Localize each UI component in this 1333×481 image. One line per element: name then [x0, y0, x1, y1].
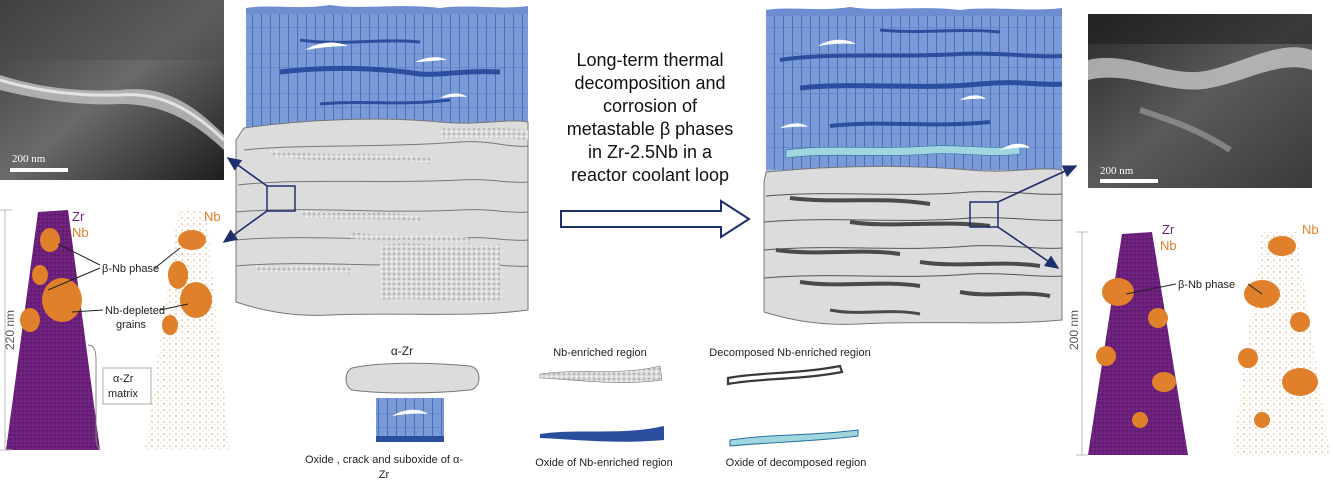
legend-oxide-crack-line-2: Zr [379, 469, 390, 481]
center-text-line-5: in Zr-2.5Nb in a [588, 142, 713, 162]
legend-alpha-zr-swatch [345, 362, 480, 394]
right-apt-height: 200 nm [1067, 310, 1081, 350]
right-microstructure [763, 7, 1063, 325]
left-label-matrix-1: α-Zr [113, 373, 134, 385]
legend-oxide-decomposed-swatch [729, 429, 859, 447]
legend-nb-enriched-label: Nb-enriched region [553, 347, 647, 359]
left-label-depleted-1: Nb-depleted [105, 305, 165, 317]
left-tem-image: 200 nm [0, 0, 226, 180]
center-text-line-1: Long-term thermal [576, 50, 723, 70]
legend-oxide-nb-label: Oxide of Nb-enriched region [535, 457, 673, 469]
left-label-matrix-2: matrix [108, 388, 138, 400]
right-label-nb-right: Nb [1302, 222, 1319, 237]
right-scale-label: 200 nm [1100, 165, 1134, 177]
center-text-line-2: decomposition and [574, 73, 725, 93]
left-apt-height: 220 nm [3, 310, 17, 350]
legend-decomposed-swatch [726, 364, 844, 386]
legend: α-Zr Oxide , crack and suboxide of α- Zr… [305, 344, 871, 481]
legend-oxide-nb-swatch [540, 426, 664, 442]
right-apt-zr-nb [1088, 232, 1188, 455]
left-label-nb-right: Nb [204, 209, 221, 224]
center-text-line-3: corrosion of [603, 96, 698, 116]
right-label-nb: Nb [1160, 238, 1177, 253]
left-label-nb: Nb [72, 225, 89, 240]
legend-oxide-crack-line-1: Oxide , crack and suboxide of α- [305, 454, 463, 466]
center-text-line-6: reactor coolant loop [571, 165, 729, 185]
left-label-zr: Zr [72, 209, 85, 224]
left-label-beta: β-Nb phase [102, 263, 159, 275]
transition-arrow [560, 199, 751, 239]
left-apt-nb [145, 210, 230, 450]
right-label-beta: β-Nb phase [1178, 279, 1235, 291]
left-label-depleted-2: grains [116, 319, 146, 331]
left-microstructure [235, 5, 529, 316]
right-apt-nb [1232, 232, 1330, 455]
legend-alpha-zr-label: α-Zr [391, 344, 413, 358]
legend-oxide-decomposed-label: Oxide of decomposed region [726, 457, 867, 469]
legend-oxide-swatch [376, 398, 444, 442]
legend-decomposed-label: Decomposed Nb-enriched region [709, 347, 870, 359]
right-tem-image: 200 nm [1088, 14, 1312, 188]
left-scale-label: 200 nm [12, 153, 46, 165]
center-text-line-4: metastable β phases [567, 119, 733, 139]
left-apt-zr-nb [6, 210, 100, 450]
right-label-zr: Zr [1162, 222, 1175, 237]
legend-nb-enriched-swatch [539, 365, 663, 383]
